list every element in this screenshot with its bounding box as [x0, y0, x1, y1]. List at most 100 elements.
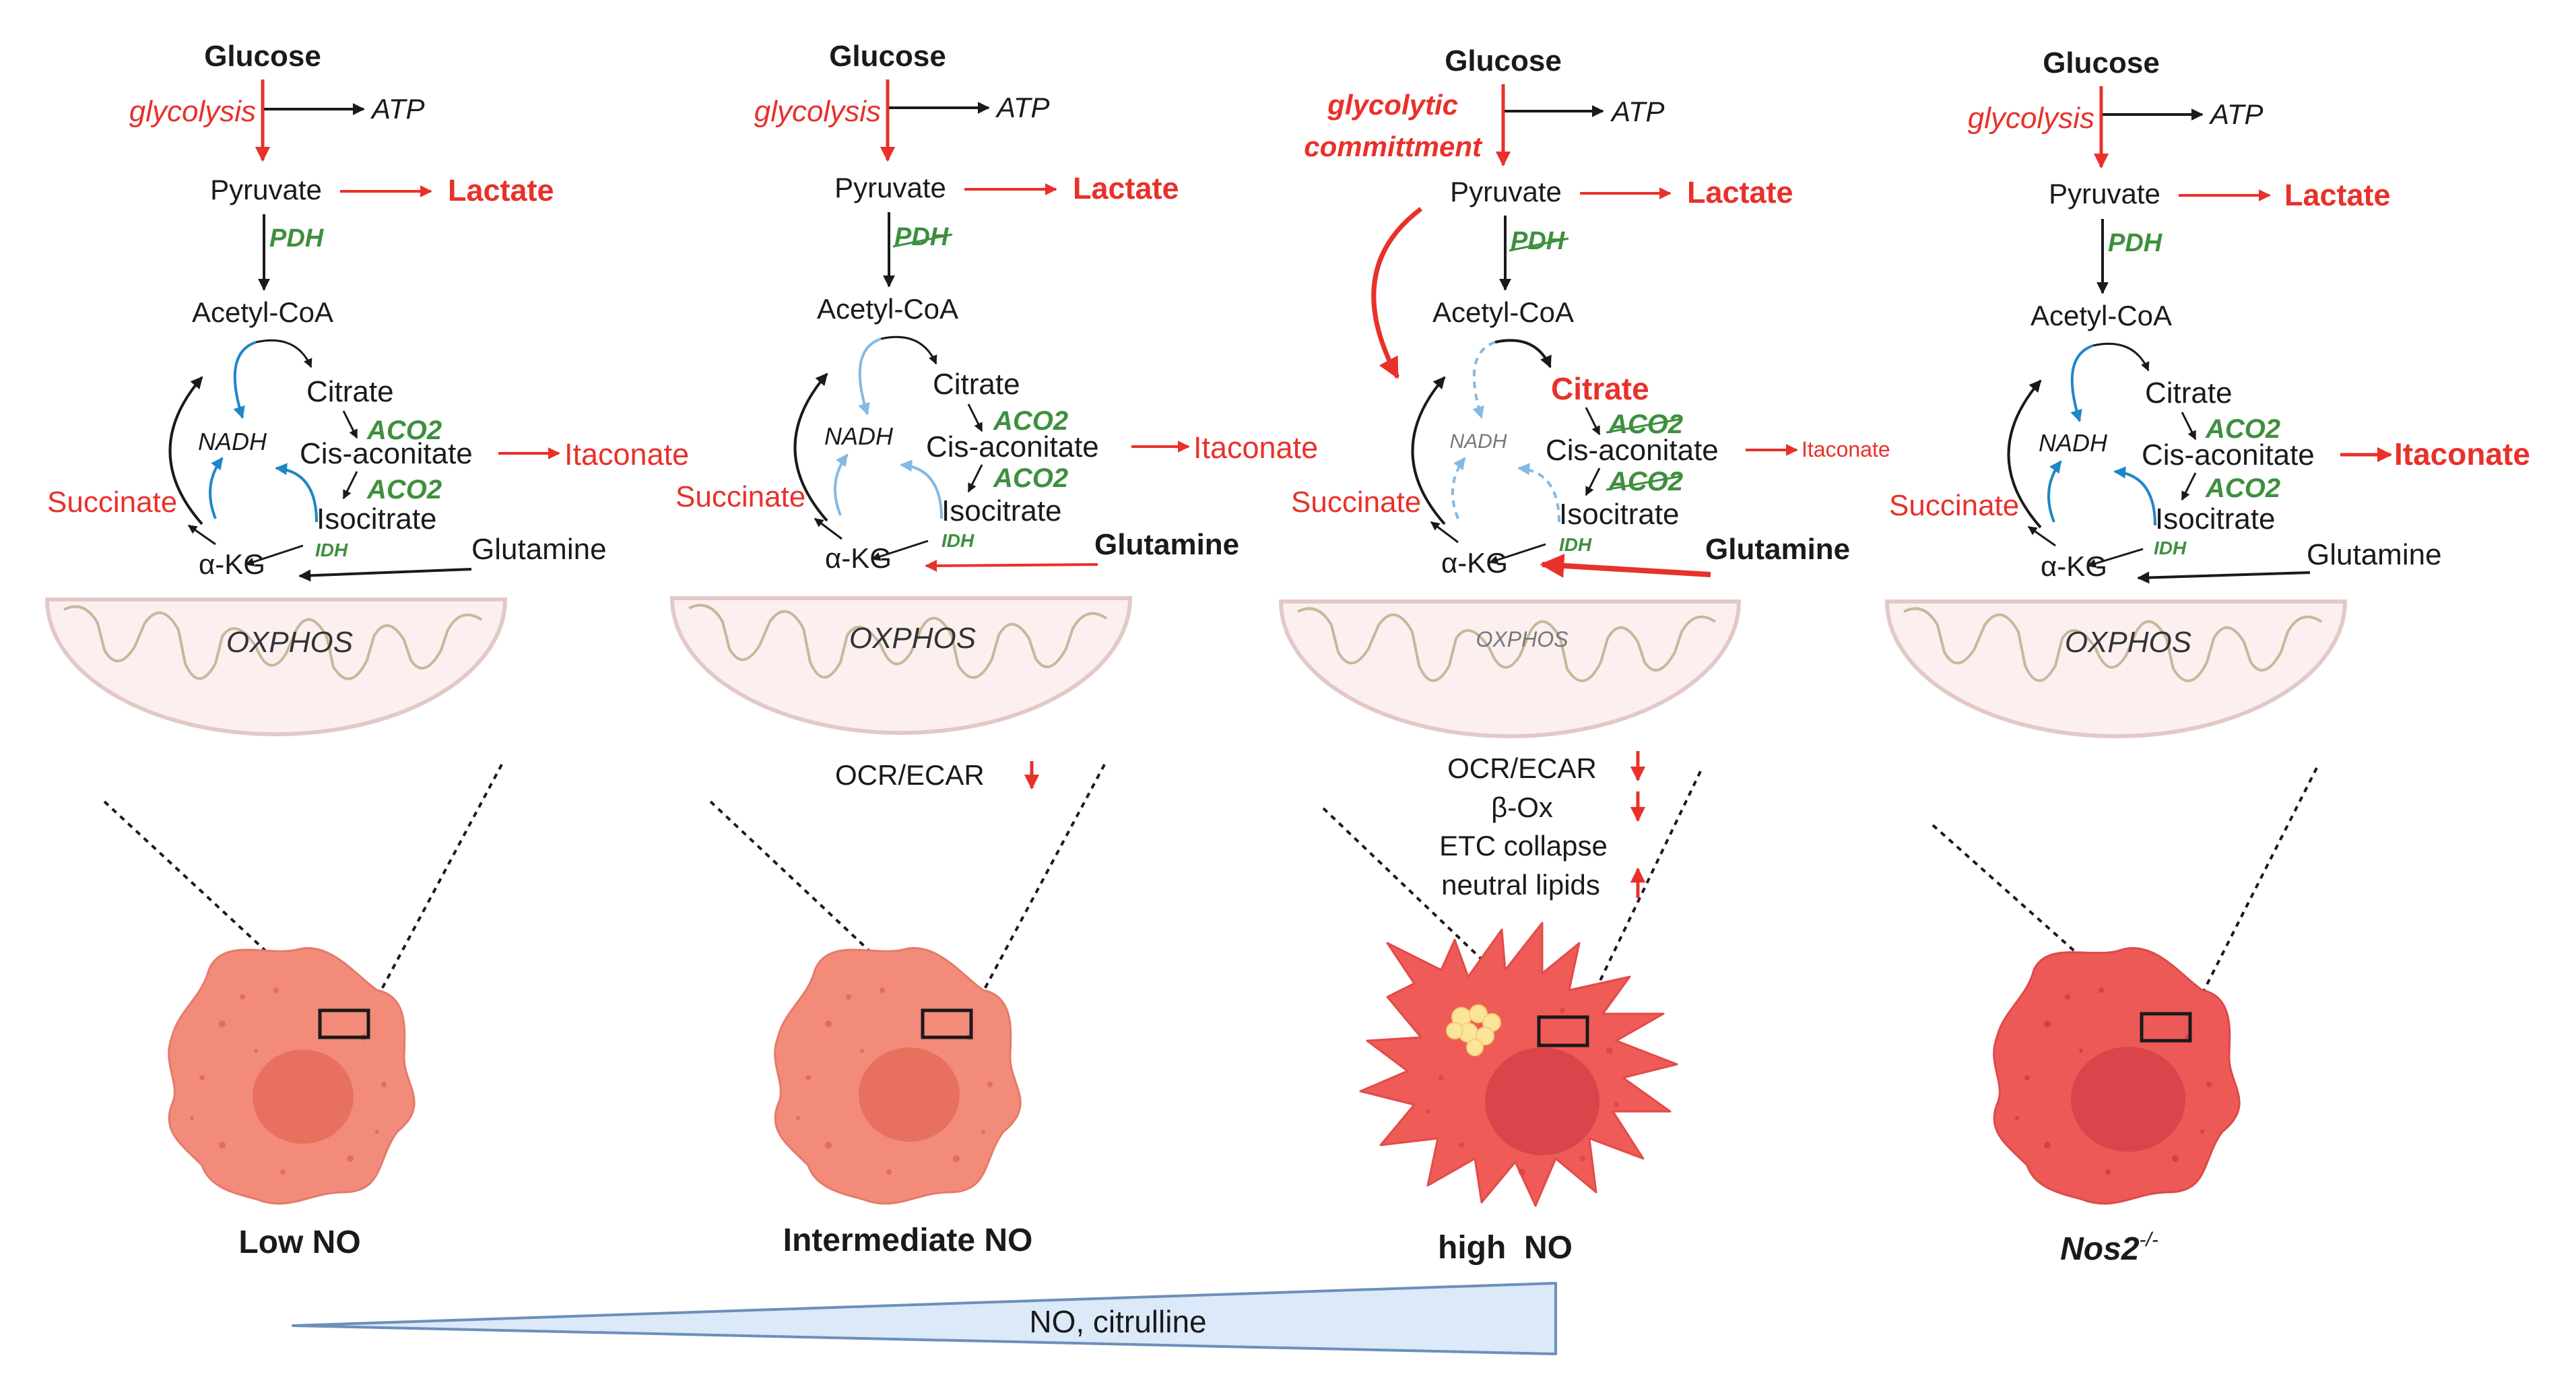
lipid-droplets	[1446, 1004, 1501, 1056]
atp-label: ATP	[995, 92, 1050, 123]
glutamine-label: Glutamine	[1094, 528, 1239, 561]
zoom-line-right	[2191, 767, 2318, 1014]
aco2-label-1: ACO2	[366, 416, 442, 445]
panel-label: high NO	[1438, 1230, 1573, 1266]
akg-succinate-arrow	[187, 524, 216, 546]
itaconate-label: Itaconate	[1802, 437, 1890, 461]
nadh-arrow-middle	[2047, 460, 2062, 523]
aco2-label-2: ACO2	[993, 463, 1068, 493]
aco2-arrow-2	[967, 464, 983, 493]
nadh-label: NADH	[198, 428, 267, 455]
zoom-line-right	[369, 764, 503, 1011]
mitochondrion-cristae	[63, 605, 483, 680]
no-gradient: NO, citrulline	[292, 1282, 1557, 1355]
isocitrate-akg-arrow	[2086, 548, 2144, 568]
nucleus	[2071, 1047, 2185, 1152]
isocitrate-label: Isocitrate	[2155, 503, 2276, 536]
mitochondrion	[1278, 600, 1742, 738]
succinate-label: Succinate	[1291, 486, 1421, 519]
pyruvate-label: Pyruvate	[1450, 176, 1562, 207]
nucleus	[253, 1049, 354, 1144]
cell-granules	[1426, 1008, 1619, 1175]
glycolysis-label: glycolysis	[1968, 102, 2094, 135]
panel-label-superscript: -/-	[2140, 1229, 2158, 1251]
effect-ocr-ecar: OCR/ECAR	[835, 759, 985, 791]
aco2-label-1: ACO2	[1608, 410, 1683, 439]
acetyl-coa-label: Acetyl-CoA	[2030, 300, 2172, 331]
cycle-arrow-left	[168, 376, 203, 525]
aco2-arrow-2	[342, 471, 358, 500]
glutamine-arrow	[1540, 553, 1711, 578]
cis-aconitate-label: Cis-aconitate	[926, 430, 1099, 463]
zoom-line-left	[103, 800, 331, 1012]
idh-label: IDH	[1559, 534, 1592, 555]
gradient-label: NO, citrulline	[1029, 1304, 1206, 1339]
mitochondrion-cristae	[1297, 607, 1717, 682]
pyruvate-label: Pyruvate	[210, 174, 322, 205]
isocitrate-label: Isocitrate	[942, 494, 1062, 527]
cis-aconitate-label: Cis-aconitate	[2142, 439, 2315, 472]
panel-nos2-ko: Glucose glycolysis ATP Pyruvate Lactate …	[1884, 46, 2530, 1267]
succinate-label: Succinate	[1889, 489, 2019, 522]
glutamine-arrow	[2137, 571, 2311, 584]
oxphos-label: OXPHOS	[2065, 626, 2191, 659]
aco2-label-1: ACO2	[2205, 414, 2280, 444]
citrate-label: Citrate	[933, 368, 1020, 401]
mitochondrion	[1884, 600, 2348, 738]
panel-high-no: Glucose glycolytic committment ATP Pyruv…	[1278, 44, 1890, 1266]
idh-label: IDH	[315, 540, 348, 560]
nadh-label: NADH	[1449, 430, 1507, 453]
panel-label-gene: Nos2	[2060, 1231, 2140, 1267]
glutamine-label: Glutamine	[471, 533, 607, 566]
pdh-strike	[892, 233, 953, 248]
nadh-arrow-top	[2070, 344, 2094, 422]
panel-label: Low NO	[238, 1225, 360, 1260]
panel-label: Nos2-/-	[2060, 1229, 2158, 1267]
nadh-label: NADH	[824, 422, 894, 450]
zoom-box	[921, 1008, 973, 1039]
nadh-arrow-middle	[209, 457, 224, 519]
glucose-label: Glucose	[829, 40, 946, 73]
akg-label: α-KG	[199, 548, 265, 580]
citrate-label: Citrate	[1551, 371, 1649, 406]
aco2-strike-2	[1606, 475, 1682, 491]
nadh-arrow-top	[233, 341, 257, 419]
lactate-label: Lactate	[448, 173, 554, 207]
aco2-arrow-1	[342, 410, 358, 439]
aco2-arrow-2	[2181, 472, 2197, 501]
itaconate-label: Itaconate	[564, 437, 689, 472]
glycolysis-label-2: committment	[1304, 131, 1483, 162]
isocitrate-label: Isocitrate	[317, 503, 437, 536]
effect-neutral-lipids: neutral lipids	[1441, 869, 1600, 901]
pdh-label: PDH	[269, 224, 325, 253]
cycle-arrow-oaa-citrate	[1494, 339, 1552, 368]
nadh-arrow-right	[900, 459, 943, 519]
cis-aconitate-label: Cis-aconitate	[300, 437, 473, 470]
oxphos-label: OXPHOS	[226, 626, 353, 659]
cycle-arrow-left	[2007, 379, 2042, 529]
pyruvate-citrate-arrow	[1371, 207, 1423, 379]
glycolysis-label: glycolysis	[754, 95, 881, 128]
aco2-label-2: ACO2	[366, 475, 442, 505]
cycle-arrow-left	[1411, 376, 1446, 525]
gradient-wedge	[292, 1282, 1557, 1355]
nadh-arrow-right	[2113, 466, 2156, 526]
nucleus	[859, 1047, 960, 1142]
succinate-label: Succinate	[675, 480, 805, 513]
akg-succinate-arrow	[1430, 521, 1459, 544]
nadh-arrow-top	[1472, 341, 1496, 419]
cycle-arrow-oaa-citrate	[255, 339, 312, 368]
aco2-arrow-1	[1585, 407, 1601, 436]
aco2-arrow-1	[2181, 412, 2197, 441]
nadh-arrow-top	[858, 337, 882, 416]
effect-beta-ox: β-Ox	[1491, 791, 1553, 823]
panel-label: Intermediate NO	[783, 1223, 1033, 1258]
aco2-arrow-2	[1585, 467, 1601, 496]
glutamine-arrow	[298, 568, 472, 582]
aco2-arrow-1	[967, 403, 983, 432]
panel-low-no: Glucose glycolysis ATP Pyruvate Lactate …	[44, 40, 689, 1260]
isocitrate-akg-arrow	[871, 540, 929, 561]
zoom-line-right	[972, 764, 1106, 1011]
idh-label: IDH	[942, 530, 975, 551]
zoom-line-left	[709, 800, 934, 1012]
